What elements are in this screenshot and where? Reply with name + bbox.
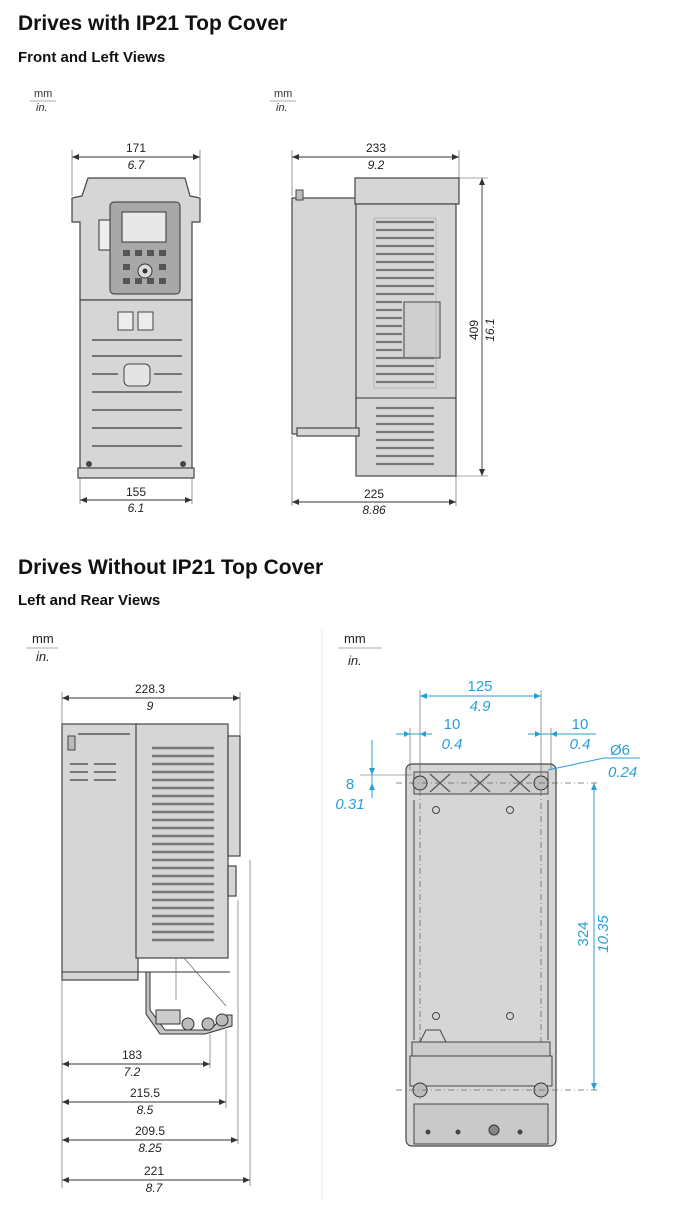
svg-text:125: 125 xyxy=(467,678,492,695)
rear-right-offset-dim: 10 0.4 xyxy=(528,716,596,770)
svg-text:0.4: 0.4 xyxy=(442,736,463,753)
left-view-drawing xyxy=(291,177,460,477)
svg-text:9: 9 xyxy=(147,699,154,713)
rear-view-drawing xyxy=(396,763,600,1147)
svg-text:8: 8 xyxy=(346,776,354,793)
svg-text:8.25: 8.25 xyxy=(138,1141,162,1155)
section1-subtitle: Front and Left Views xyxy=(18,49,166,66)
svg-text:6.7: 6.7 xyxy=(128,158,146,172)
unit-in: in. xyxy=(36,102,48,114)
svg-text:155: 155 xyxy=(126,485,146,499)
rear-left-offset-dim: 10 0.4 xyxy=(396,716,462,770)
svg-text:10.35: 10.35 xyxy=(595,915,612,953)
svg-text:10: 10 xyxy=(444,716,461,733)
unit-mm: mm xyxy=(274,88,292,100)
rear-top-offset-dim: 8 0.31 xyxy=(335,740,412,813)
svg-text:Ø6: Ø6 xyxy=(610,742,630,759)
left-height-dim: 409 16.1 xyxy=(456,177,497,477)
rear-hole-diameter-dim: Ø6 0.24 xyxy=(547,742,640,781)
svg-text:0.24: 0.24 xyxy=(608,764,637,781)
unit-in: in. xyxy=(36,649,50,664)
left-depth-dims: 183 7.2 215.5 8.5 209.5 8.25 221 8.7 xyxy=(61,860,251,1195)
svg-text:171: 171 xyxy=(126,141,146,155)
svg-text:225: 225 xyxy=(364,487,384,501)
svg-text:215.5: 215.5 xyxy=(130,1086,160,1100)
svg-text:409: 409 xyxy=(467,320,481,340)
svg-text:183: 183 xyxy=(122,1048,142,1062)
unit-mm: mm xyxy=(32,631,54,646)
svg-text:16.1: 16.1 xyxy=(483,318,497,341)
front-view-drawing xyxy=(71,177,201,479)
unit-label-s1-left: mm in. xyxy=(270,88,296,114)
svg-text:10: 10 xyxy=(572,716,589,733)
svg-text:6.1: 6.1 xyxy=(128,501,145,515)
svg-text:324: 324 xyxy=(575,921,592,946)
section2-title: Drives Without IP21 Top Cover xyxy=(18,556,324,579)
unit-in: in. xyxy=(348,653,362,668)
svg-text:8.5: 8.5 xyxy=(137,1103,154,1117)
unit-label-s2-left: mm in. xyxy=(26,631,58,664)
rear-hole-spacing-dim: 125 4.9 xyxy=(419,678,542,776)
svg-text:0.31: 0.31 xyxy=(335,796,364,813)
section2-subtitle: Left and Rear Views xyxy=(18,592,161,609)
left-depth-top-dim: 228.3 9 xyxy=(61,682,241,736)
svg-text:0.4: 0.4 xyxy=(570,736,591,753)
svg-text:8.86: 8.86 xyxy=(362,503,386,517)
svg-text:9.2: 9.2 xyxy=(368,158,385,172)
svg-text:209.5: 209.5 xyxy=(135,1124,165,1138)
left-view-no-cover-drawing xyxy=(61,723,241,1035)
svg-text:233: 233 xyxy=(366,141,386,155)
front-width-bottom-dim: 155 6.1 xyxy=(79,478,193,515)
svg-text:8.7: 8.7 xyxy=(146,1181,164,1195)
svg-text:221: 221 xyxy=(144,1164,164,1178)
svg-text:4.9: 4.9 xyxy=(470,698,492,715)
unit-label-s2-rear: mm in. xyxy=(338,631,382,668)
unit-mm: mm xyxy=(34,88,52,100)
unit-label-s1-front: mm in. xyxy=(30,88,56,114)
front-width-top-dim: 171 6.7 xyxy=(71,141,201,196)
left-width-bottom-dim: 225 8.86 xyxy=(291,436,457,517)
section1-title: Drives with IP21 Top Cover xyxy=(18,12,288,35)
unit-in: in. xyxy=(276,102,288,114)
unit-mm: mm xyxy=(344,631,366,646)
svg-text:228.3: 228.3 xyxy=(135,682,165,696)
svg-text:7.2: 7.2 xyxy=(124,1065,141,1079)
rear-hole-height-dim: 324 10.35 xyxy=(575,783,612,1090)
left-width-top-dim: 233 9.2 xyxy=(291,141,460,196)
